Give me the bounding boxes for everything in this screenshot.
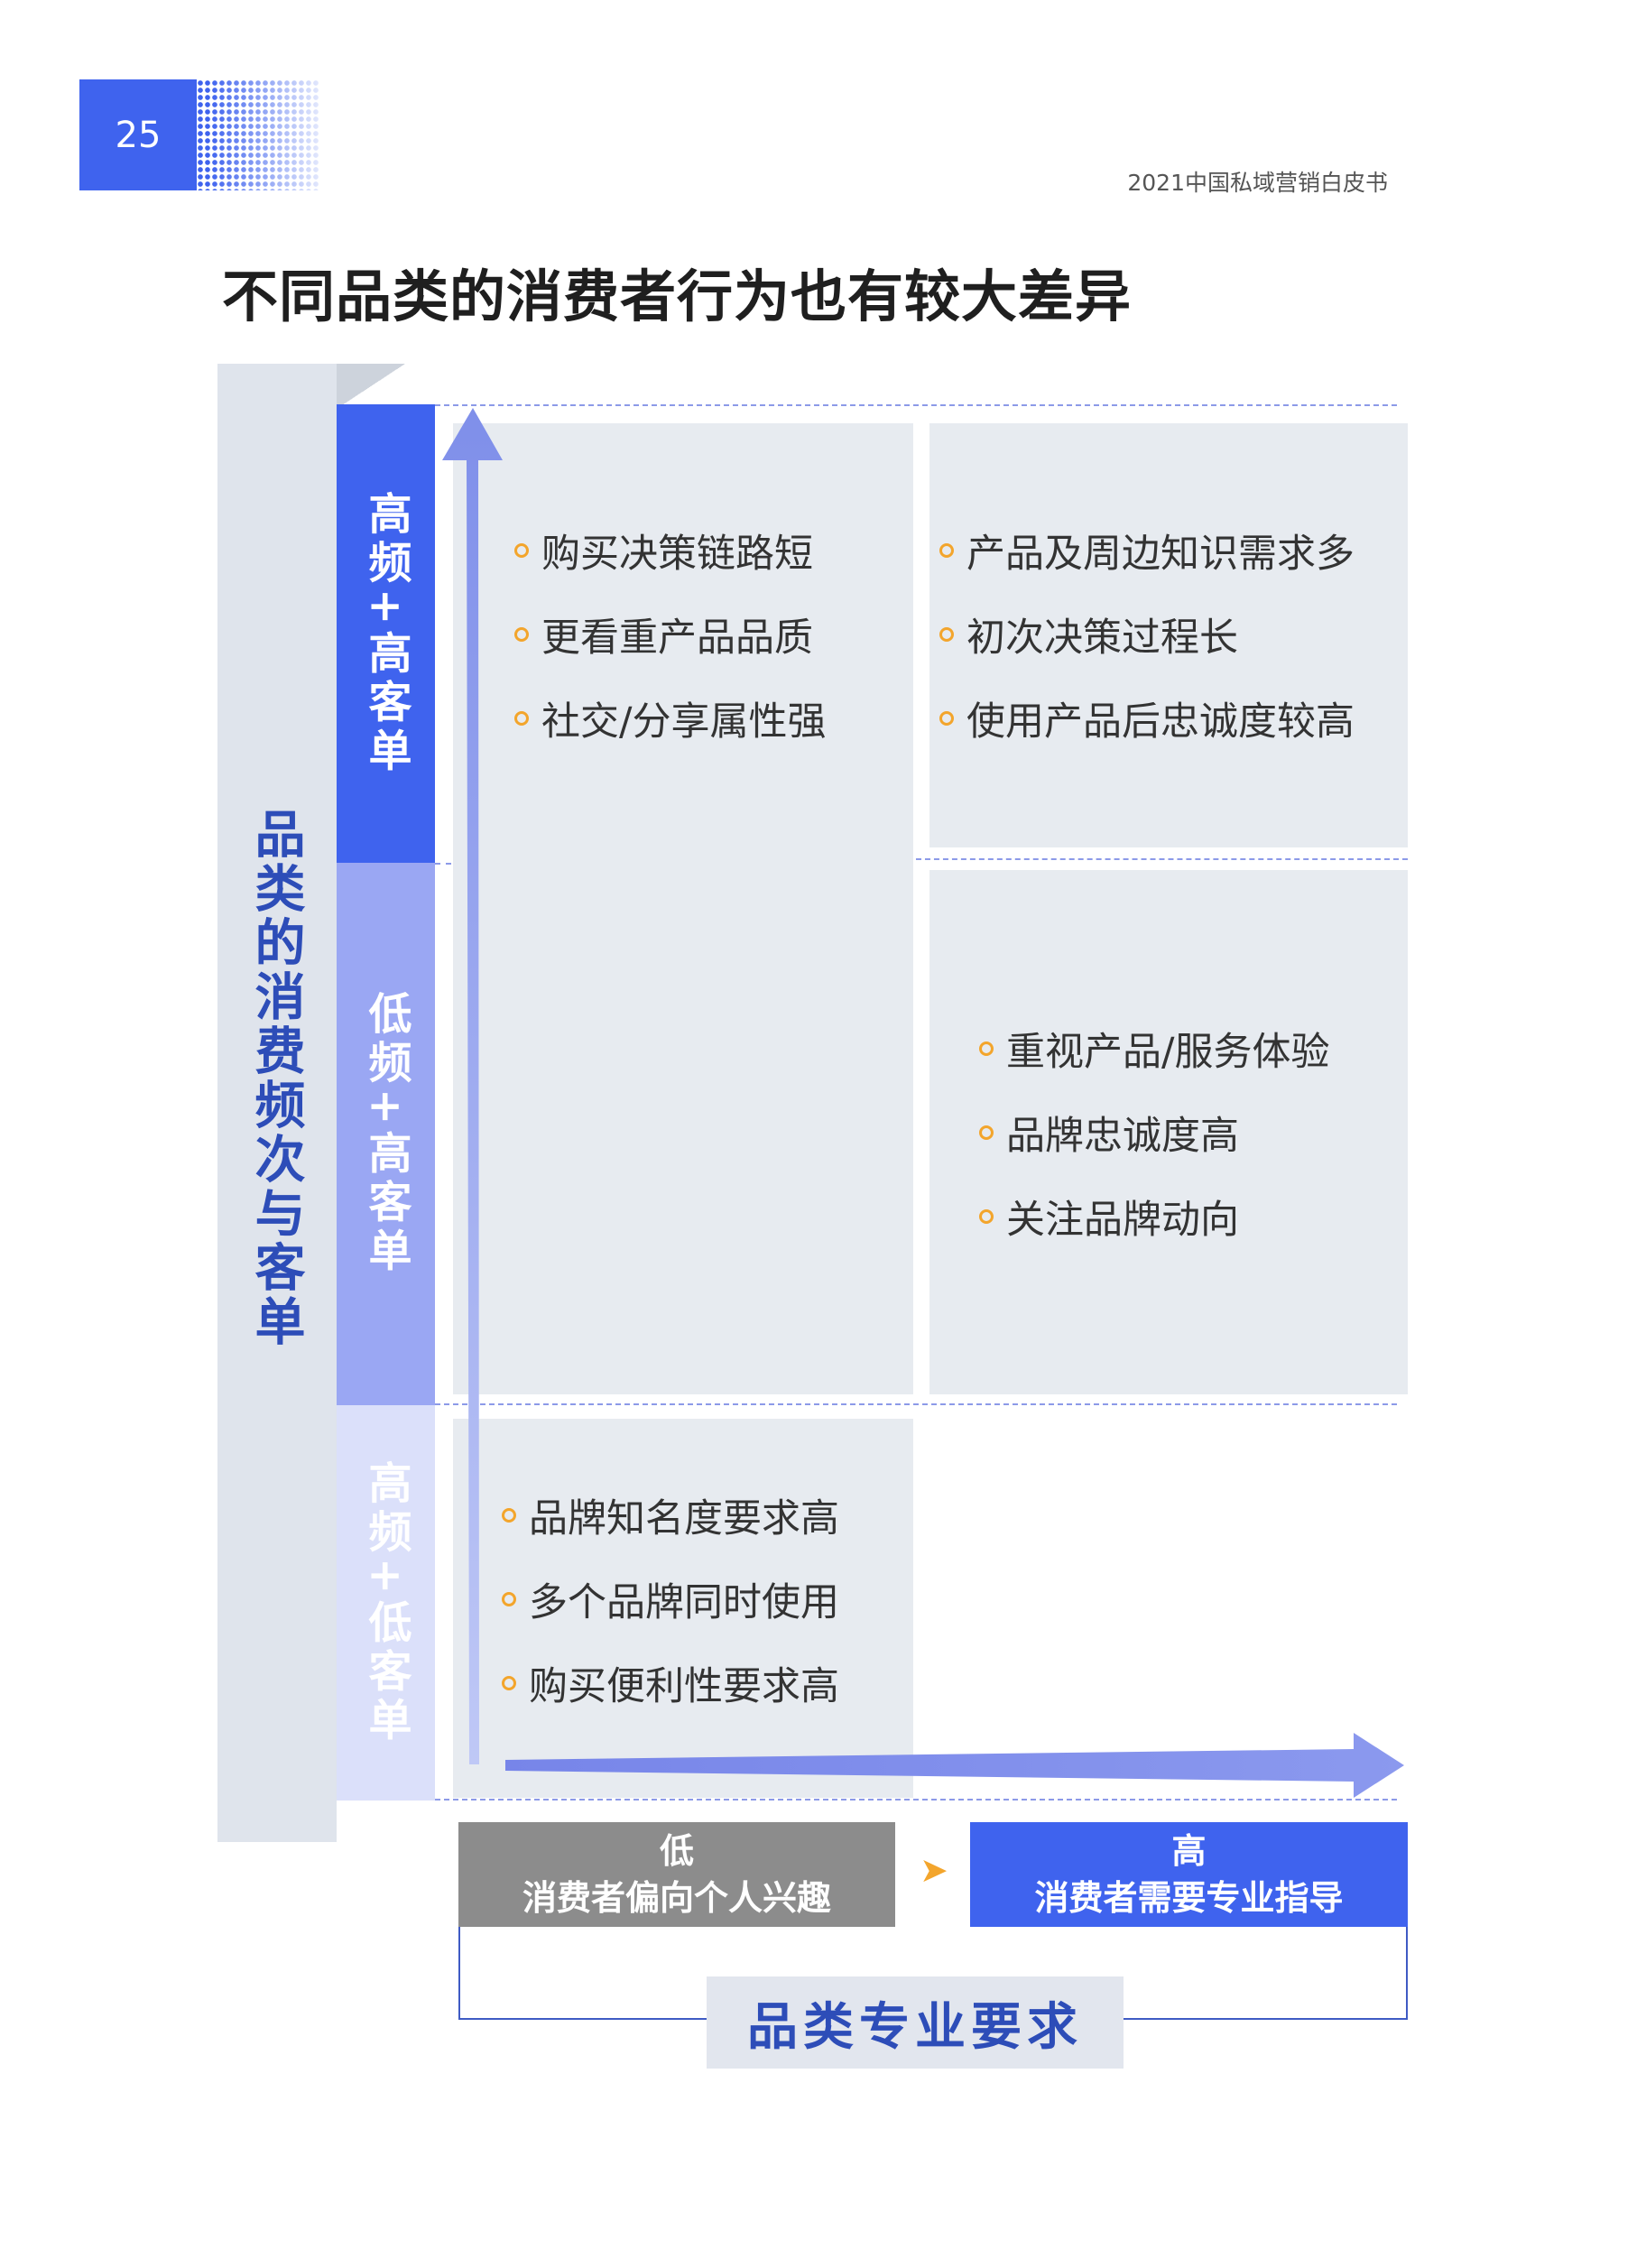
bullet-list-bottom-left: 品牌知名度要求高 多个品牌同时使用 购买便利性要求高 <box>502 1473 839 1725</box>
bullet-dot-icon <box>502 1507 516 1523</box>
list-item-text: 更看重产品品质 <box>541 615 813 661</box>
page-number-badge: 25 <box>79 79 197 190</box>
list-item-text: 购买便利性要求高 <box>529 1663 839 1709</box>
bullet-dot-icon <box>939 542 954 558</box>
bullet-dot-icon <box>502 1591 516 1606</box>
list-item-text: 初次决策过程长 <box>966 615 1238 661</box>
list-item-text: 品牌忠诚度高 <box>1006 1113 1239 1159</box>
list-item-text: 多个品牌同时使用 <box>529 1579 839 1625</box>
quadrant-box-top-left <box>453 423 913 1394</box>
list-item: 品牌知名度要求高 <box>502 1473 839 1557</box>
bullet-dot-icon <box>939 626 954 642</box>
y-axis-fold-decoration <box>337 364 405 409</box>
y-segment-high-freq-high-price: 高频+高客单 <box>337 404 435 863</box>
bullet-dot-icon <box>939 710 954 726</box>
x-axis-high-box: 高 消费者需要专业指导 <box>970 1822 1408 1927</box>
y-segment-low-freq-high-price: 低频+高客单 <box>337 863 435 1405</box>
y-segment-label: 低频+高客单 <box>360 991 412 1277</box>
x-axis-label: 品类专业要求 <box>707 1976 1124 2069</box>
document-header-title: 2021中国私域营销白皮书 <box>1127 170 1388 196</box>
page-title: 不同品类的消费者行为也有较大差异 <box>222 264 1133 329</box>
list-item-text: 使用产品后忠诚度较高 <box>966 699 1355 745</box>
bullet-dot-icon <box>979 1041 994 1056</box>
list-item: 多个品牌同时使用 <box>502 1557 839 1641</box>
list-item: 产品及周边知识需求多 <box>939 508 1355 592</box>
list-item: 社交/分享属性强 <box>514 676 827 760</box>
x-axis-high-description: 消费者需要专业指导 <box>1034 1878 1344 1918</box>
chevron-right-icon: ➤ <box>920 1850 948 1890</box>
bullet-dot-icon <box>514 542 529 558</box>
list-item: 更看重产品品质 <box>514 592 827 676</box>
bullet-dot-icon <box>502 1675 516 1690</box>
bullet-dot-icon <box>514 710 529 726</box>
list-item-text: 重视产品/服务体验 <box>1006 1029 1330 1075</box>
grid-dashed-line <box>916 858 1408 860</box>
dot-pattern-decoration <box>197 79 319 190</box>
list-item: 重视产品/服务体验 <box>979 1006 1330 1090</box>
grid-dashed-line <box>435 1799 1397 1801</box>
list-item: 购买决策链路短 <box>514 508 827 592</box>
y-axis-label: 品类的消费频次与客单 <box>246 808 305 1349</box>
list-item-text: 产品及周边知识需求多 <box>966 531 1355 577</box>
grid-dashed-line <box>435 1403 1397 1405</box>
quadrant-box-top-right <box>929 423 1408 847</box>
bullet-dot-icon <box>979 1208 994 1224</box>
y-segment-label: 高频+高客单 <box>360 490 412 777</box>
list-item-text: 品牌知名度要求高 <box>529 1495 839 1541</box>
list-item: 初次决策过程长 <box>939 592 1355 676</box>
x-axis-low-title: 低 <box>659 1831 694 1871</box>
bullet-dot-icon <box>514 626 529 642</box>
list-item-text: 购买决策链路短 <box>541 531 813 577</box>
bullet-dot-icon <box>979 1125 994 1140</box>
y-segment-high-freq-low-price: 高频+低客单 <box>337 1405 435 1801</box>
list-item: 使用产品后忠诚度较高 <box>939 676 1355 760</box>
y-axis-panel <box>217 364 337 1842</box>
x-axis-low-box: 低 消费者偏向个人兴趣 <box>458 1822 895 1927</box>
list-item-text: 关注品牌动向 <box>1006 1197 1239 1243</box>
list-item: 购买便利性要求高 <box>502 1641 839 1725</box>
bullet-list-top-left: 购买决策链路短 更看重产品品质 社交/分享属性强 <box>514 508 827 760</box>
bullet-list-mid-right: 重视产品/服务体验 品牌忠诚度高 关注品牌动向 <box>979 1006 1330 1258</box>
list-item: 品牌忠诚度高 <box>979 1090 1330 1174</box>
bullet-list-top-right: 产品及周边知识需求多 初次决策过程长 使用产品后忠诚度较高 <box>939 508 1355 760</box>
y-segment-label: 高频+低客单 <box>360 1459 412 1746</box>
list-item-text: 社交/分享属性强 <box>541 699 827 745</box>
x-axis-high-title: 高 <box>1171 1831 1207 1871</box>
grid-dashed-line <box>435 404 1397 406</box>
list-item: 关注品牌动向 <box>979 1174 1330 1258</box>
quadrant-box-mid-right <box>929 870 1408 1394</box>
x-axis-low-description: 消费者偏向个人兴趣 <box>522 1878 831 1918</box>
grid-dashed-line <box>435 863 451 865</box>
